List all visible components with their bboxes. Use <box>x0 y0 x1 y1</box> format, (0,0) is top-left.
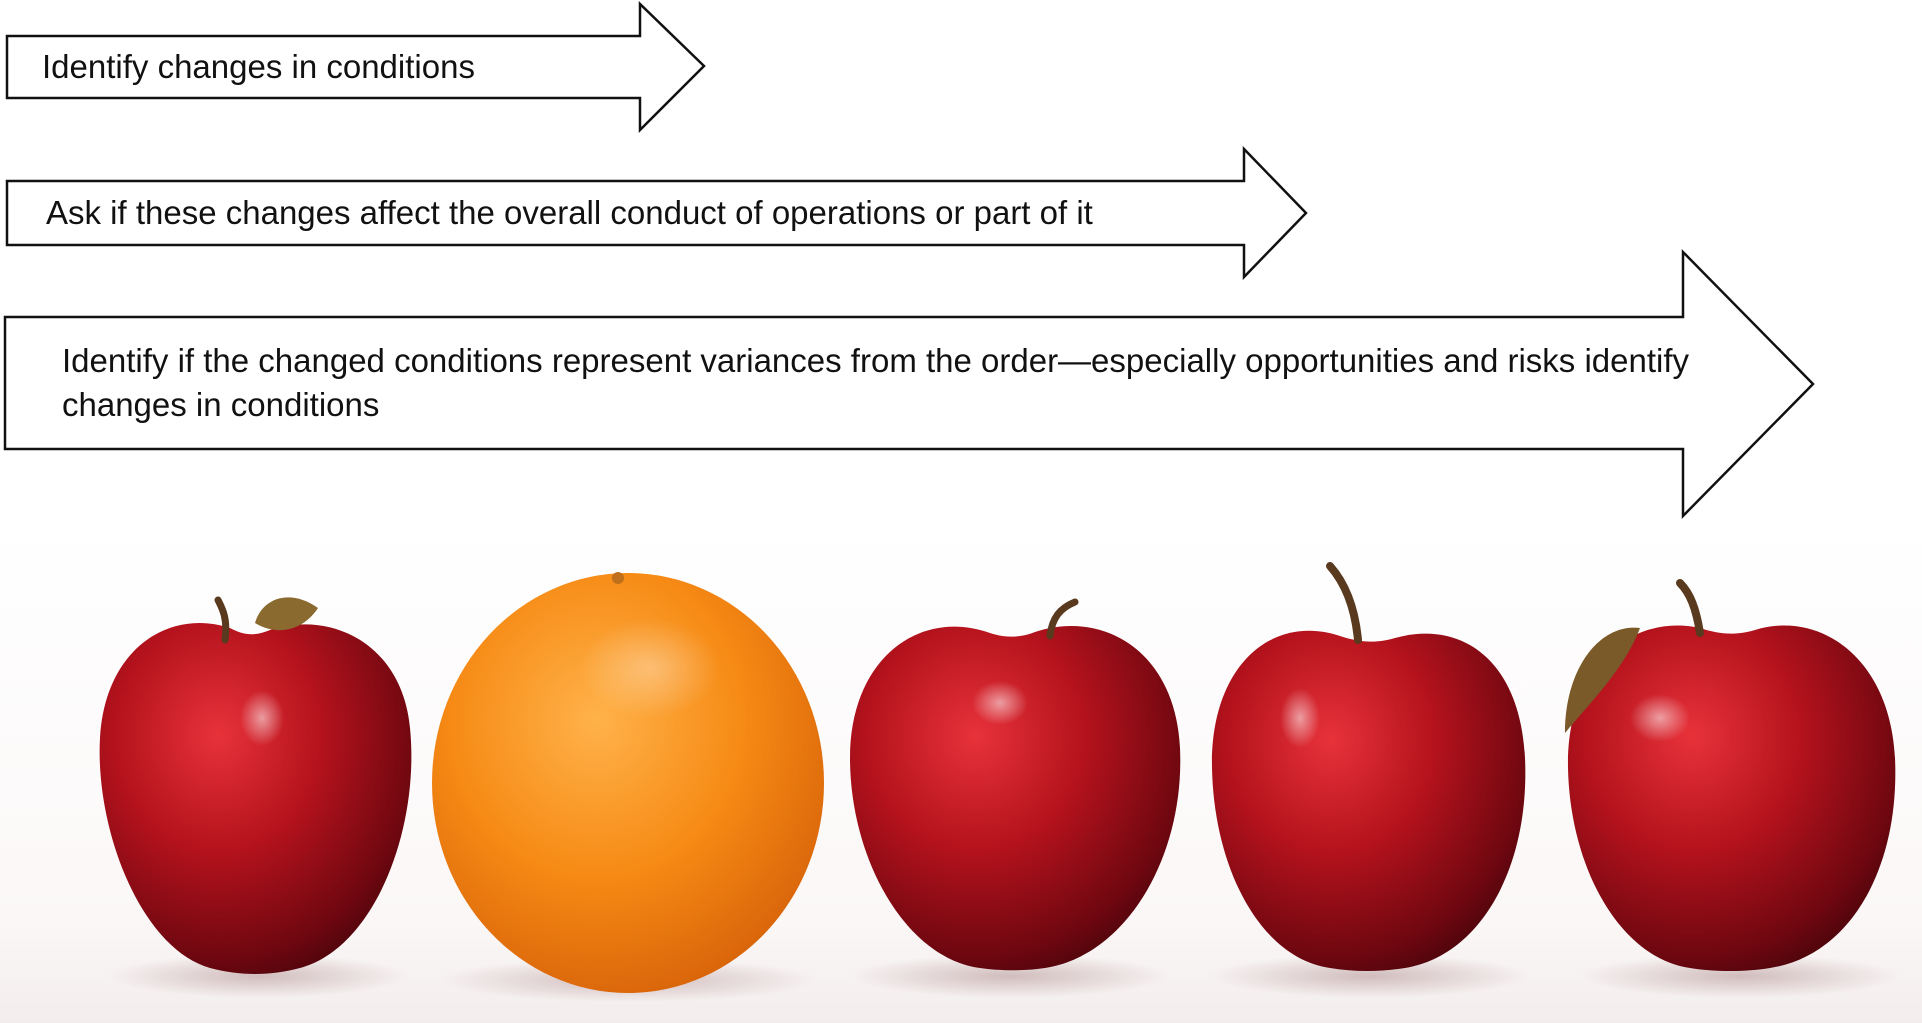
step-arrow-3 <box>3 248 1815 520</box>
step-2-text: Ask if these changes affect the overall … <box>46 194 1093 231</box>
fruit-photo <box>0 528 1922 1023</box>
red-apple-icon <box>1565 579 1900 998</box>
step-arrow-2 <box>5 145 1308 281</box>
red-apple-icon <box>99 596 412 998</box>
step-arrow-1 <box>5 1 706 134</box>
red-apple-icon <box>1210 562 1530 998</box>
step-3-text: Identify if the changed conditions repre… <box>62 342 1690 423</box>
step-1-text: Identify changes in conditions <box>42 48 475 85</box>
red-apple-icon <box>850 598 1181 998</box>
orange-icon <box>432 572 824 1002</box>
